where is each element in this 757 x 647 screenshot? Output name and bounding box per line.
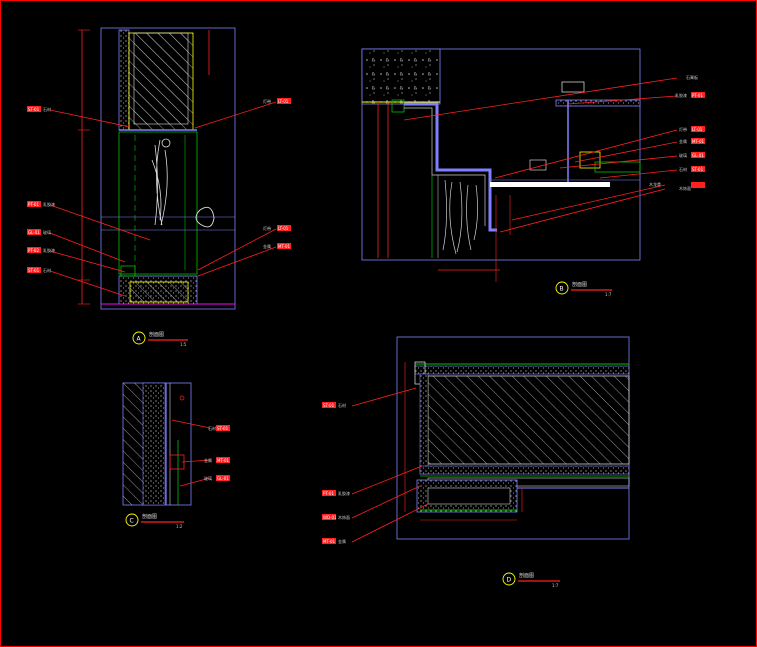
- detail-b-right-tags: 石膏板 乳胶漆 PT-01 灯带 LT-01 金属 MT-01 玻璃 GL-01…: [649, 74, 705, 191]
- svg-text:MT-01: MT-01: [217, 458, 230, 463]
- detail-b-id: B: [560, 286, 564, 293]
- detail-b-title-block: B 剖面图 1:7: [555, 281, 612, 297]
- svg-text:乳胶漆: 乳胶漆: [43, 247, 55, 253]
- material-tag: 灯带 LT-01: [679, 126, 705, 132]
- detail-b-title: 剖面图: [572, 281, 587, 288]
- svg-text:GL-01: GL-01: [28, 230, 40, 235]
- svg-text:ST-01: ST-01: [28, 268, 40, 273]
- detail-a-frame: [100, 27, 236, 310]
- material-tag: 金属 MT-01: [679, 138, 705, 144]
- detail-d-scale: 1:7: [552, 583, 559, 588]
- detail-d-left-tags: ST-01 石材 PT-01 乳胶漆 WD-01 木饰面 MT-01 金属: [322, 402, 350, 544]
- svg-text:金属: 金属: [263, 243, 271, 249]
- svg-text:ST-01: ST-01: [28, 107, 40, 112]
- svg-text:木饰面: 木饰面: [679, 185, 691, 191]
- material-tag: 玻璃 GL-01: [204, 475, 230, 481]
- detail-c-id: C: [130, 518, 134, 525]
- svg-text:石材: 石材: [208, 425, 216, 431]
- detail-c-title-block: C 剖面图 1:2: [125, 513, 184, 529]
- detail-a-id: A: [137, 336, 142, 343]
- material-tag: PT-01 乳胶漆: [322, 490, 350, 496]
- svg-text:石膏板: 石膏板: [686, 74, 698, 80]
- svg-text:灯带: 灯带: [263, 225, 271, 231]
- svg-text:石材: 石材: [43, 267, 51, 273]
- material-tag: 石膏板: [686, 74, 698, 80]
- svg-text:木龙骨: 木龙骨: [649, 181, 661, 187]
- svg-text:MT-01: MT-01: [692, 139, 705, 144]
- material-tag: 玻璃 GL-01: [679, 152, 705, 158]
- svg-text:金属: 金属: [338, 538, 346, 544]
- detail-d: [351, 336, 630, 543]
- svg-text:ST-01: ST-01: [217, 426, 229, 431]
- svg-text:玻璃: 玻璃: [43, 229, 51, 235]
- svg-text:石材: 石材: [338, 402, 346, 408]
- svg-text:LT-01: LT-01: [278, 99, 289, 104]
- detail-c-right-tags: 石材 ST-01 金属 MT-01 玻璃 GL-01: [204, 425, 230, 481]
- material-tag: ST-01 石材: [27, 267, 51, 273]
- material-tag: ST-01 石材: [322, 402, 346, 408]
- svg-text:金属: 金属: [204, 457, 212, 463]
- material-tag: 石材 ST-01: [208, 425, 230, 431]
- svg-text:乳胶漆: 乳胶漆: [675, 92, 687, 98]
- svg-text:灯带: 灯带: [263, 98, 271, 104]
- svg-text:灯带: 灯带: [679, 126, 687, 132]
- detail-d-id: D: [507, 577, 512, 584]
- detail-c-title: 剖面图: [142, 513, 157, 520]
- material-tag: 灯带 LT-01: [263, 98, 291, 104]
- svg-text:LT-01: LT-01: [278, 226, 289, 231]
- material-tag: PT-01 乳胶漆: [27, 201, 55, 207]
- detail-a-scale: 1:5: [180, 342, 187, 347]
- svg-text:PT-01: PT-01: [692, 93, 703, 98]
- material-tag: WD-01 木饰面: [322, 514, 350, 520]
- svg-text:玻璃: 玻璃: [679, 152, 687, 158]
- svg-text:MT-01: MT-01: [278, 244, 291, 249]
- material-tag: 灯带 LT-01: [263, 225, 291, 231]
- detail-a-right-tags: 灯带 LT-01 灯带 LT-01 金属 MT-01: [263, 98, 291, 249]
- detail-b-scale: 1:7: [605, 292, 612, 297]
- detail-a-title-block: A 剖面图 1:5: [132, 331, 188, 347]
- svg-text:PT-01: PT-01: [323, 491, 334, 496]
- svg-text:MT-01: MT-01: [323, 539, 336, 544]
- material-tag: ST-01 石材: [27, 106, 51, 112]
- material-tag: 木饰面: [679, 185, 691, 191]
- svg-text:WD-01: WD-01: [323, 515, 337, 520]
- detail-d-title-block: D 剖面图 1:7: [502, 572, 560, 588]
- svg-text:乳胶漆: 乳胶漆: [43, 201, 55, 207]
- svg-text:石材: 石材: [679, 166, 687, 172]
- svg-text:PT-02: PT-02: [28, 248, 39, 253]
- detail-a-title: 剖面图: [149, 331, 164, 338]
- detail-a-left-tags: ST-01 石材 PT-01 乳胶漆 GL-01 玻璃 PT-02 乳胶漆 ST…: [27, 106, 55, 273]
- svg-text:ST-01: ST-01: [692, 167, 704, 172]
- material-tag: PT-02 乳胶漆: [27, 247, 55, 253]
- material-tag: MT-01 金属: [322, 538, 346, 544]
- svg-text:玻璃: 玻璃: [204, 475, 212, 481]
- material-tag: 乳胶漆 PT-01: [675, 92, 705, 98]
- svg-text:金属: 金属: [679, 138, 687, 144]
- svg-text:木饰面: 木饰面: [338, 514, 350, 520]
- detail-b: [361, 48, 678, 282]
- svg-text:石材: 石材: [43, 106, 51, 112]
- svg-text:乳胶漆: 乳胶漆: [338, 490, 350, 496]
- svg-text:ST-01: ST-01: [323, 403, 335, 408]
- svg-text:LT-01: LT-01: [692, 127, 703, 132]
- detail-c-scale: 1:2: [176, 524, 183, 529]
- material-tag: 石材 ST-01: [679, 166, 705, 172]
- svg-text:GL-01: GL-01: [692, 153, 704, 158]
- material-tag: GL-01 玻璃: [27, 229, 51, 235]
- detail-b-frame: [361, 48, 641, 261]
- svg-text:PT-01: PT-01: [28, 202, 39, 207]
- detail-c: [122, 382, 211, 506]
- material-tag: 金属 MT-01: [263, 243, 291, 249]
- material-tag: 金属 MT-01: [204, 457, 230, 463]
- material-tag: 木龙骨: [649, 181, 705, 188]
- detail-a: [49, 27, 277, 310]
- detail-d-title: 剖面图: [519, 572, 534, 579]
- svg-text:GL-01: GL-01: [217, 476, 229, 481]
